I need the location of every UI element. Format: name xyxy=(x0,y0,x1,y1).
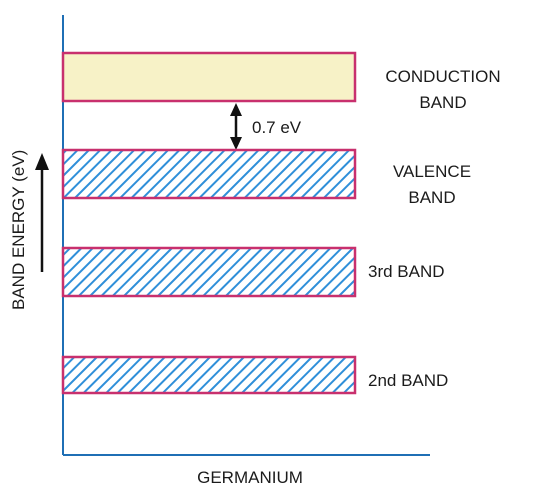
band-gap-label: 0.7 eV xyxy=(252,118,302,137)
x-axis-label: GERMANIUM xyxy=(197,468,303,487)
conduction-band-label-line1: CONDUCTION xyxy=(385,67,500,86)
valence-band-label-line2: BAND xyxy=(408,188,455,207)
valence-band-label-line1: VALENCE xyxy=(393,162,471,181)
conduction-band-rect xyxy=(61,51,357,103)
third-band-rect xyxy=(61,246,357,298)
double-arrow-icon xyxy=(230,103,242,150)
arrow-up-icon xyxy=(35,153,49,272)
second-band-label: 2nd BAND xyxy=(368,371,448,390)
third-band-label: 3rd BAND xyxy=(368,262,445,281)
valence-band-rect xyxy=(61,148,357,200)
second-band-rect xyxy=(61,355,357,395)
y-axis-label: BAND ENERGY (eV) xyxy=(9,150,28,310)
conduction-band-label-line2: BAND xyxy=(419,93,466,112)
